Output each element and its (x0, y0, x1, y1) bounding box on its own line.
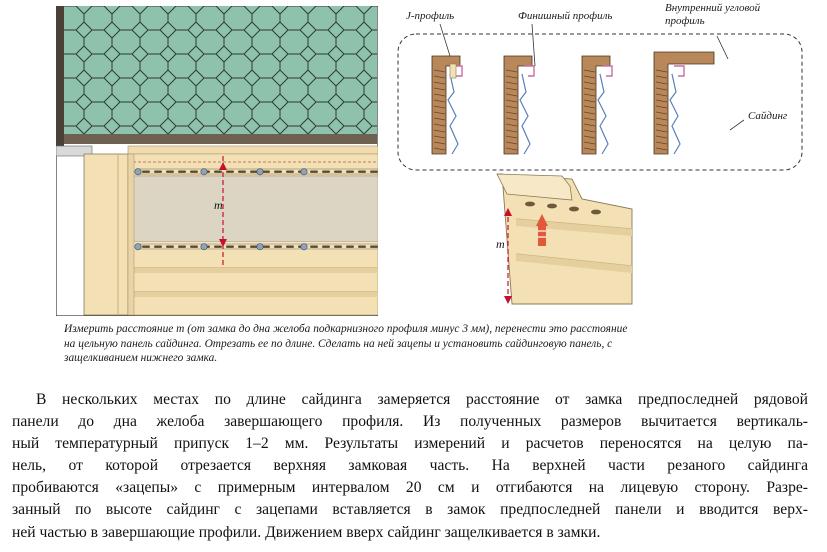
profile-section (503, 55, 535, 155)
label-m-left: m (214, 198, 223, 212)
profile-section (431, 55, 463, 155)
right-illustration (397, 23, 803, 305)
label-m-right: m (496, 237, 505, 251)
caption-line: на цельную панель сайдинга. Отрезать ее … (64, 337, 613, 350)
body-paragraph: В нескольких местах по длине сайдинга за… (12, 389, 808, 544)
left-illustration (56, 6, 378, 316)
siding-panel-piece (496, 173, 633, 305)
body-line: нель, от которой отрезается верхняя замк… (12, 457, 808, 475)
roof-edge (56, 6, 64, 146)
label-inner-corner-profile-2: профиль (665, 15, 705, 27)
label-inner-corner-profile: Внутренний угловой (665, 2, 761, 14)
body-line: ней частью в завершающие профили. Движен… (12, 523, 601, 541)
corner-post (83, 153, 129, 316)
dimension-m-left (219, 156, 227, 266)
profiles-frame (397, 33, 803, 171)
label-j-profile: J-профиль (406, 10, 455, 22)
siding-rows (127, 241, 378, 316)
profile-section (653, 51, 715, 155)
body-line: В нескольких местах по длине сайдинга за… (36, 391, 808, 408)
label-finish-profile: Финишный профиль (518, 10, 613, 22)
body-line: ный температурный припуск 1–2 мм. Резуль… (12, 435, 808, 453)
roof-tiles (64, 6, 377, 134)
caption-line: Измерить расстояние m (от замка до дна ж… (64, 323, 628, 335)
figure-caption: Измерить расстояние m (от замка до дна ж… (64, 322, 784, 366)
profile-section (581, 55, 613, 155)
body-line: занный по высоте сайдинг с зацепами вста… (12, 501, 808, 519)
push-up-arrow (536, 214, 548, 246)
label-siding: Сайдинг (748, 110, 788, 122)
body-line: панели до дна желоба завершающего профил… (12, 413, 808, 431)
bare-wall-zone (127, 175, 378, 243)
dimension-m-right (504, 208, 512, 304)
body-line: пробиваются «зацепы» с примерным интерва… (12, 479, 808, 497)
caption-line: защелкиванием нижнего замка. (64, 352, 218, 364)
